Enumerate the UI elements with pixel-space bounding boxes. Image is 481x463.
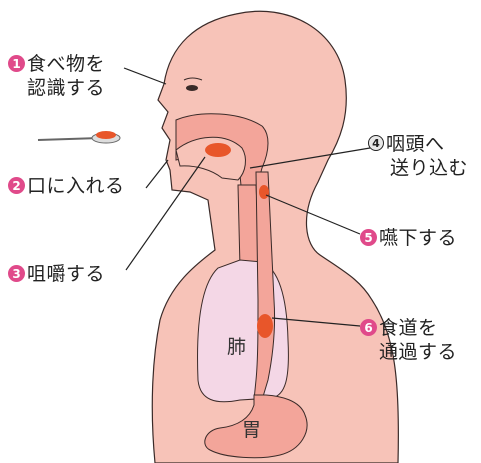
step-6-line-2: 通過する xyxy=(379,340,457,364)
step-1-line-2: 認識する xyxy=(27,76,105,100)
step-6-label: 6 食道を 通過する xyxy=(360,316,457,364)
step-4-line-2: 送り込む xyxy=(390,156,468,180)
step-6-line-1: 食道を xyxy=(379,316,457,340)
step-5-line-1: 嚥下する xyxy=(379,226,457,250)
step-2-line-1: 口に入れる xyxy=(27,174,125,198)
step-3-line-1: 咀嚼する xyxy=(27,262,105,286)
step-1-badge: 1 xyxy=(8,55,25,72)
leader-line-2 xyxy=(146,160,168,188)
lung xyxy=(198,260,289,402)
step-1-line-1: 食べ物を xyxy=(27,52,105,76)
food-on-spoon xyxy=(96,131,116,139)
lung-label: 肺 xyxy=(227,332,246,359)
food-bolus-mouth xyxy=(205,143,231,157)
step-6-badge: 6 xyxy=(360,319,377,336)
spoon-handle xyxy=(38,138,100,140)
step-2-badge: 2 xyxy=(8,177,25,194)
step-5-badge: 5 xyxy=(360,229,377,246)
step-2-label: 2 口に入れる xyxy=(8,174,125,198)
food-bolus-esophagus xyxy=(257,314,273,338)
food-bolus-pharynx xyxy=(259,185,269,199)
step-5-label: 5 嚥下する xyxy=(360,226,457,250)
step-4-badge: 4 xyxy=(368,135,384,151)
leader-line-1 xyxy=(124,68,166,84)
step-3-badge: 3 xyxy=(8,265,25,282)
eye-icon xyxy=(186,85,198,91)
step-1-label: 1 食べ物を 認識する xyxy=(8,52,105,100)
step-3-label: 3 咀嚼する xyxy=(8,262,105,286)
leader-line-3 xyxy=(126,157,205,270)
stomach-label: 胃 xyxy=(242,415,261,442)
step-4-label: 4 咽頭へ 送り込む xyxy=(368,132,468,180)
step-4-line-1: 咽頭へ xyxy=(386,132,468,156)
